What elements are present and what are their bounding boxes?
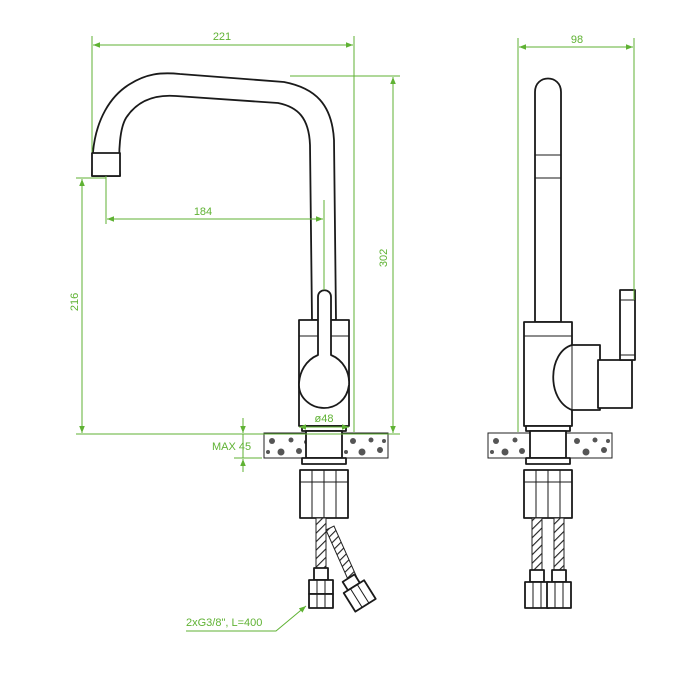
side-view xyxy=(487,77,636,609)
label-184: 184 xyxy=(194,206,212,218)
front-hose-left xyxy=(315,517,327,569)
front-hose-fitting-left xyxy=(313,567,329,581)
side-lever-handle xyxy=(619,289,636,361)
side-hose-fitting-right xyxy=(551,569,567,583)
dimension-lines xyxy=(76,36,635,632)
label-hoses: 2xG3/8", L=400 xyxy=(186,617,262,629)
side-hose-nut-left xyxy=(524,581,550,609)
front-countertop-stone xyxy=(266,437,386,456)
front-hose-nut-left xyxy=(308,579,334,595)
front-hose-nut-left-2 xyxy=(308,593,334,609)
side-hose-right xyxy=(553,517,565,571)
front-spout-tip xyxy=(91,152,121,177)
front-shank xyxy=(305,430,343,459)
side-countertop-stone xyxy=(490,437,610,456)
side-hose-nut-right xyxy=(546,581,572,609)
front-spout xyxy=(91,72,337,321)
front-washer xyxy=(301,457,347,465)
front-lever xyxy=(298,289,350,409)
leader-hoses xyxy=(186,605,307,632)
side-spout xyxy=(534,77,562,323)
side-lever-cap xyxy=(597,359,633,409)
label-48: ø48 xyxy=(315,413,334,425)
side-shank xyxy=(529,430,567,459)
side-washer xyxy=(525,457,571,465)
front-view xyxy=(91,72,389,613)
side-hose-left xyxy=(531,517,543,571)
label-max45: MAX 45 xyxy=(212,441,251,453)
label-98: 98 xyxy=(571,34,583,46)
side-lever-housing xyxy=(552,344,601,411)
front-hose-nut-right xyxy=(341,573,377,613)
dimension-labels: 221 184 216 302 ø48 MAX 45 98 2xG3/8", L… xyxy=(69,31,583,629)
label-302: 302 xyxy=(378,249,390,267)
side-hose-fitting-left xyxy=(529,569,545,583)
label-221: 221 xyxy=(213,31,231,43)
label-216: 216 xyxy=(69,293,81,311)
